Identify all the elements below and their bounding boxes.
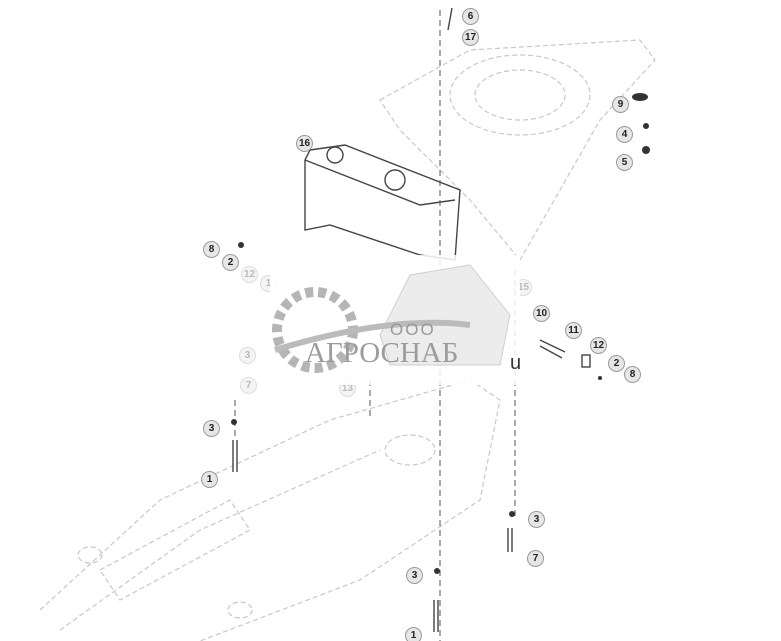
watermark-logo — [270, 255, 520, 385]
callout-2: 2 — [222, 254, 239, 271]
callout-8: 8 — [624, 366, 641, 383]
upper-frame-outline — [379, 39, 656, 262]
callout-7: 7 — [240, 377, 257, 394]
bracket-part-16 — [304, 144, 461, 261]
callout-12: 12 — [241, 266, 258, 283]
callout-3: 3 — [406, 567, 423, 584]
stray-text: u — [510, 352, 522, 374]
callout-9: 9 — [612, 96, 629, 113]
gear-combine-logo-icon — [272, 264, 511, 373]
callout-17: 17 — [462, 29, 479, 46]
callout-7: 7 — [527, 550, 544, 567]
callout-11: 11 — [565, 322, 582, 339]
callout-5: 5 — [616, 154, 633, 171]
callout-3: 3 — [203, 420, 220, 437]
watermark-name: АГРОСНАБ — [305, 337, 459, 369]
callout-12: 12 — [590, 337, 607, 354]
callout-2: 2 — [608, 355, 625, 372]
callout-6: 6 — [462, 8, 479, 25]
callout-1: 1 — [201, 471, 218, 488]
callout-8: 8 — [203, 241, 220, 258]
pin-part-11 — [539, 339, 566, 359]
callout-3: 3 — [239, 347, 256, 364]
callout-1: 1 — [405, 627, 422, 641]
lower-frame-outline — [39, 379, 501, 641]
callout-3: 3 — [528, 511, 545, 528]
callout-10: 10 — [533, 305, 550, 322]
callout-4: 4 — [616, 126, 633, 143]
callout-16: 16 — [296, 135, 313, 152]
watermark-prefix: ООО — [390, 320, 436, 339]
turntable-ring — [449, 54, 591, 136]
